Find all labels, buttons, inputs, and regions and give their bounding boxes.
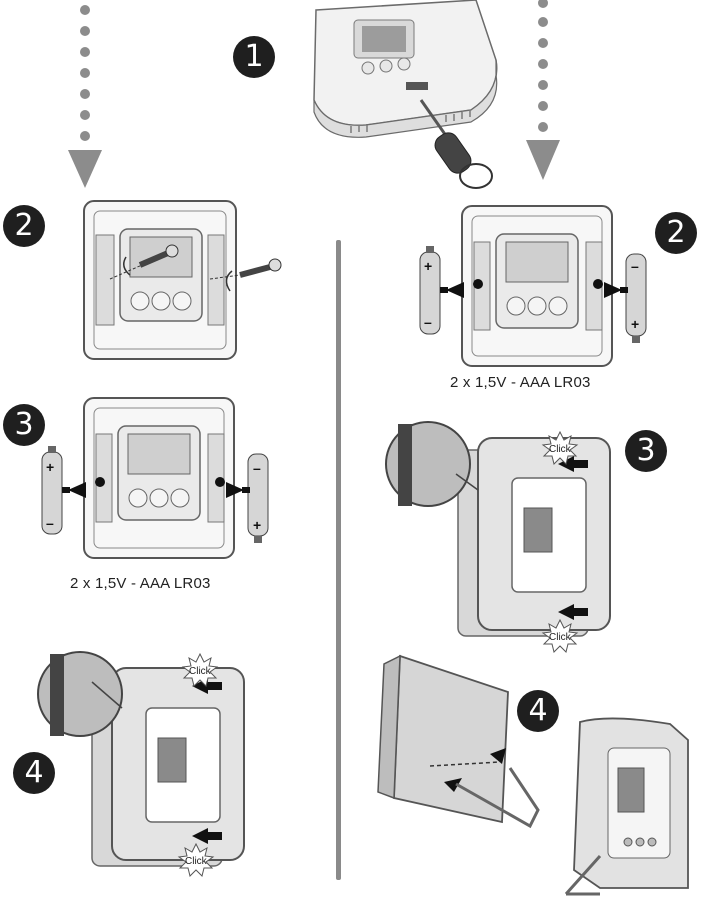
battery-right-plus: + xyxy=(253,517,262,533)
battery-right-col-right-plus: + xyxy=(631,316,640,332)
section-divider xyxy=(336,240,341,880)
stand-mount-illustration xyxy=(377,654,689,896)
click-label-bottom-right: Click xyxy=(549,632,572,643)
battery-right-col-left-minus: – xyxy=(424,314,432,330)
cover-click-illustration-right: Click Click xyxy=(385,421,611,653)
step-3-badge-left: 3 xyxy=(3,404,45,446)
battery-left-minus: – xyxy=(46,515,54,531)
step-4-badge-left: 4 xyxy=(13,752,55,794)
battery-insert-illustration-left xyxy=(41,397,269,559)
wall-mount-screws-illustration xyxy=(83,200,282,360)
battery-caption-right: 2 x 1,5V - AAA LR03 xyxy=(450,374,591,391)
step-3-badge-right: 3 xyxy=(625,430,667,472)
battery-caption-left: 2 x 1,5V - AAA LR03 xyxy=(70,575,211,592)
step-2-badge-left: 2 xyxy=(3,205,45,247)
click-label-top-left: Click xyxy=(189,666,212,677)
dotted-arrow-left xyxy=(68,5,102,188)
step-2-badge-right: 2 xyxy=(655,212,697,254)
battery-left-plus: + xyxy=(46,459,55,475)
click-label-top-right: Click xyxy=(549,444,572,455)
battery-right-minus: – xyxy=(253,460,261,476)
thermostat-top-view-illustration xyxy=(313,0,498,189)
dotted-arrow-right xyxy=(526,0,560,180)
battery-right-col-right-minus: – xyxy=(631,258,639,274)
step-1-badge: 1 xyxy=(233,36,275,78)
step-4-badge-right: 4 xyxy=(517,690,559,732)
cover-click-illustration-left: Click Click xyxy=(37,651,245,877)
battery-insert-illustration-right xyxy=(419,205,647,367)
battery-right-col-left-plus: + xyxy=(424,258,433,274)
click-label-bottom-left: Click xyxy=(185,856,208,867)
